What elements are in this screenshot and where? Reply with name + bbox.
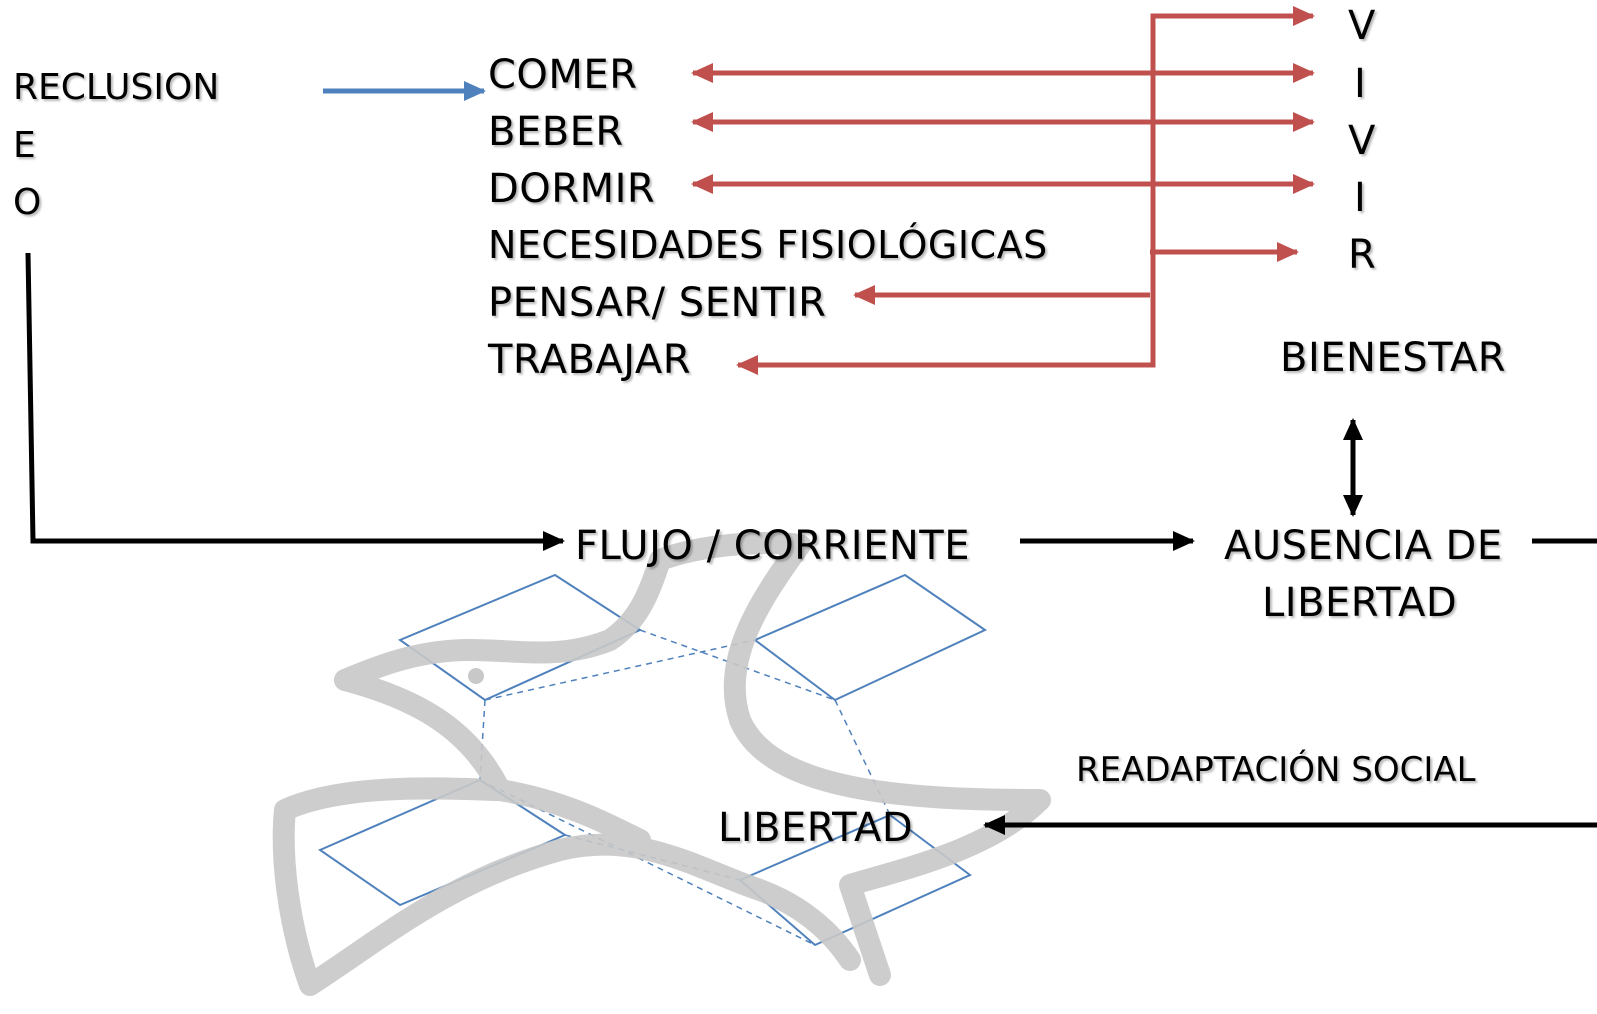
o-label: O (13, 182, 42, 223)
readaptacion-social-label: READAPTACIÓN SOCIAL (1076, 750, 1476, 790)
reclusion-to-flujo-arrow (25, 252, 565, 551)
need-necesidades-fisiologicas: NECESIDADES FISIOLÓGICAS (488, 223, 1048, 267)
vivir-letter-r: R (1348, 232, 1377, 278)
vivir-letter-v2: V (1348, 118, 1376, 164)
bienestar-label: BIENESTAR (1280, 335, 1507, 381)
red-vertical-connector (736, 6, 1315, 375)
vivir-letter-v1: V (1348, 3, 1376, 49)
ausencia-line2: LIBERTAD (1262, 580, 1458, 626)
dove-eye-icon (468, 668, 484, 684)
reclusion-label: RECLUSION (13, 67, 220, 108)
need-pensar-sentir: PENSAR/ SENTIR (488, 280, 827, 326)
vivir-letter-i2: I (1354, 175, 1367, 221)
e-label: E (13, 125, 36, 166)
libertad-label: LIBERTAD (718, 805, 914, 851)
vivir-letter-i1: I (1354, 61, 1367, 107)
need-comer: COMER (488, 52, 638, 98)
flujo-corriente-label: FLUJO / CORRIENTE (575, 523, 970, 569)
need-beber: BEBER (488, 109, 624, 155)
dove-silhouette (272, 532, 1051, 996)
need-trabajar: TRABAJAR (488, 337, 692, 383)
ausencia-line1: AUSENCIA DE (1224, 523, 1503, 569)
need-dormir: DORMIR (488, 166, 656, 212)
